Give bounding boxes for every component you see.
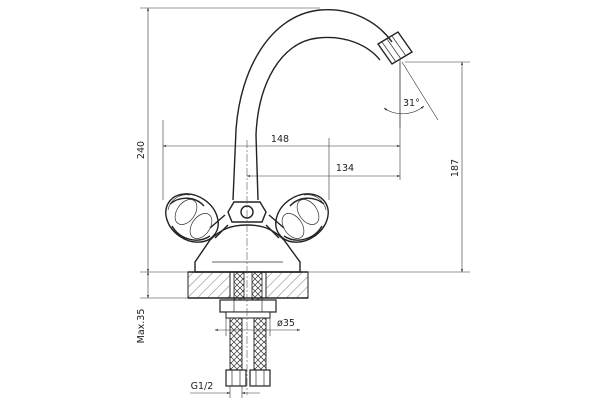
- spout-inner-curve: [255, 36, 381, 201]
- dim-label-187: 187: [450, 159, 461, 177]
- left-handle: [165, 193, 229, 243]
- dim-label-diameter35: ø35: [277, 318, 295, 329]
- dim-spout-reach-148: 148: [162, 120, 401, 200]
- right-handle: [265, 193, 329, 243]
- dim-label-max35: Max.35: [136, 309, 147, 344]
- dim-spout-angle: 31°: [383, 61, 439, 128]
- dim-label-134: 134: [336, 163, 354, 174]
- countertop-section: [187, 271, 309, 299]
- dim-label-31deg: 31°: [403, 98, 420, 109]
- dim-label-g12: G1/2: [191, 381, 214, 392]
- dim-label-148: 148: [271, 134, 289, 145]
- dim-label-240: 240: [136, 141, 147, 159]
- dim-hole-diameter: ø35: [214, 318, 301, 336]
- faucet-body: [165, 9, 414, 273]
- dim-thread-size: G1/2: [190, 381, 260, 398]
- dim-spout-reach-134: 134: [246, 60, 401, 200]
- spout-outer-curve: [232, 9, 393, 201]
- dim-max-thickness: Max.35: [136, 271, 188, 344]
- dim-total-height: 240: [136, 7, 320, 273]
- aerator: [376, 31, 414, 65]
- dim-spout-height-187: 187: [308, 61, 470, 273]
- body-base: [194, 224, 301, 273]
